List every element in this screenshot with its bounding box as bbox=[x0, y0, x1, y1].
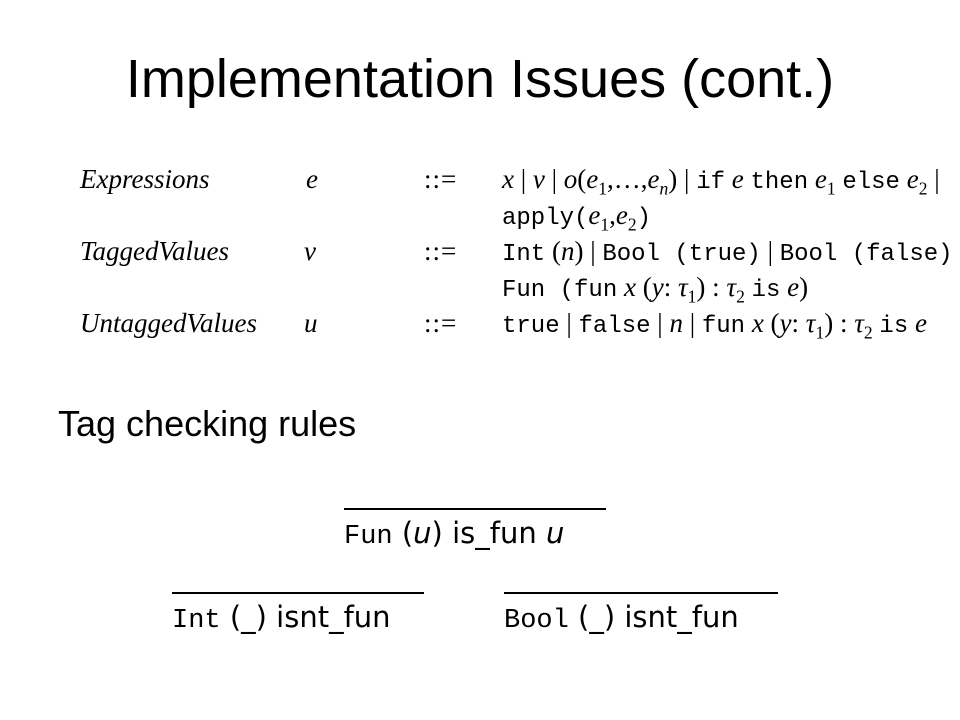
slide-title: Implementation Issues (cont.) bbox=[125, 49, 835, 109]
grammar-rhs: apply(e1,e2) bbox=[502, 200, 652, 235]
grammar-row-expressions-cont: apply(e1,e2) bbox=[80, 200, 960, 236]
grammar-row-tagged-values-cont: Fun (fun x (y: τ1) : τ2 is e) bbox=[80, 272, 960, 308]
grammar-row-untagged-values: UntaggedValues u ::= true | false | n | … bbox=[80, 308, 960, 344]
rule-bar bbox=[344, 508, 606, 510]
grammar-rhs: x | v | o(e1,…,en) | if e then e1 else e… bbox=[502, 164, 940, 199]
rule-int-isnt-fun: Int (_) isnt_fun bbox=[172, 592, 424, 636]
rule-bar bbox=[504, 592, 778, 594]
grammar-def: ::= bbox=[424, 236, 458, 266]
grammar-var: u bbox=[304, 308, 318, 338]
grammar-row-expressions: Expressions e ::= x | v | o(e1,…,en) | i… bbox=[80, 164, 960, 200]
grammar-rhs: true | false | n | fun x (y: τ1) : τ2 is… bbox=[502, 308, 927, 343]
rule-conclusion: Int (_) isnt_fun bbox=[172, 600, 391, 636]
grammar-def: ::= bbox=[424, 164, 458, 194]
grammar-def: ::= bbox=[424, 308, 458, 338]
grammar-name: Expressions bbox=[80, 164, 210, 194]
grammar-name: UntaggedValues bbox=[80, 308, 257, 338]
section-heading: Tag checking rules bbox=[58, 403, 357, 444]
rule-conclusion: Fun (u) is_fun u bbox=[344, 516, 565, 552]
grammar-table: Expressions e ::= x | v | o(e1,…,en) | i… bbox=[80, 164, 960, 344]
grammar-rhs: Int (n) | Bool (true) | Bool (false) | bbox=[502, 236, 960, 268]
grammar-var: e bbox=[306, 164, 318, 194]
rule-bool-isnt-fun: Bool (_) isnt_fun bbox=[504, 592, 778, 636]
rule-fun-is-fun: Fun (u) is_fun u bbox=[344, 508, 606, 552]
grammar-rhs: Fun (fun x (y: τ1) : τ2 is e) bbox=[502, 272, 809, 307]
rule-conclusion: Bool (_) isnt_fun bbox=[504, 600, 739, 636]
grammar-row-tagged-values: TaggedValues v ::= Int (n) | Bool (true)… bbox=[80, 236, 960, 272]
rule-bar bbox=[172, 592, 424, 594]
grammar-name: TaggedValues bbox=[80, 236, 230, 266]
grammar-var: v bbox=[304, 236, 316, 266]
